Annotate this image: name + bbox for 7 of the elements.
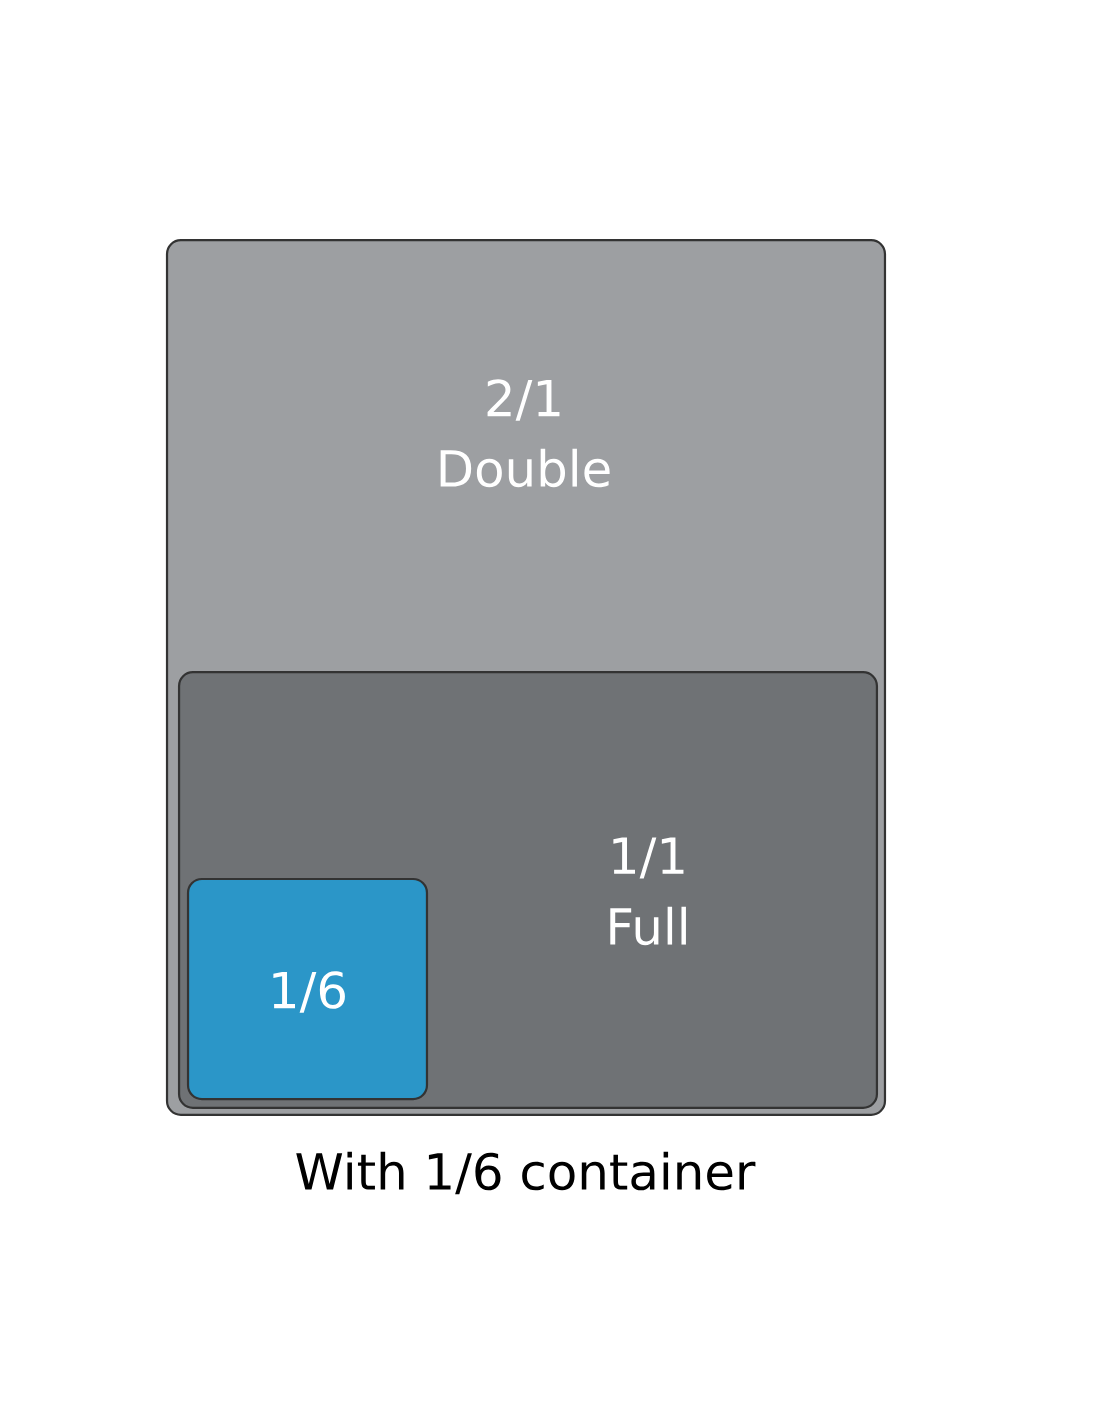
size-label: Full xyxy=(610,906,686,946)
size-label: 2/1 xyxy=(487,379,560,421)
size-label: Double xyxy=(440,448,610,488)
pan-outline xyxy=(186,877,429,1101)
size-label: 1/1 xyxy=(613,837,684,879)
caption: With 1/6 container xyxy=(296,1151,756,1195)
size-label: 1/6 xyxy=(273,971,345,1013)
